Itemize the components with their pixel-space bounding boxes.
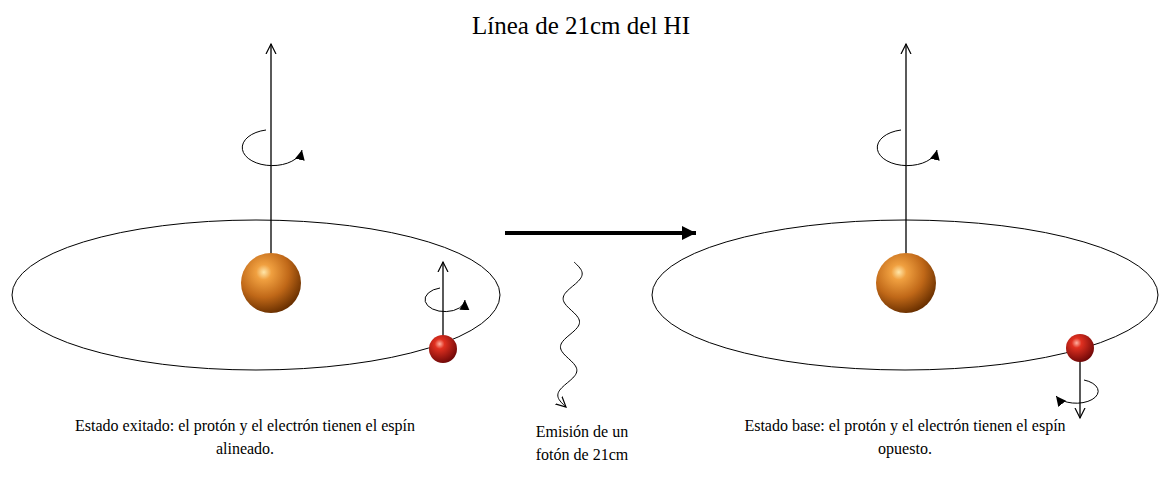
proton-spin-axis [270,44,271,283]
electron-rotation-arrow [1056,380,1098,403]
orbit-ellipse [652,220,1158,370]
proton-sphere [876,253,936,313]
electron-sphere [429,335,457,363]
state-caption: Estado base: el protón y el electrón tie… [730,414,1080,460]
state-caption: Estado exitado: el protón y el electrón … [65,414,425,460]
state-caption: Emisión de un fotón de 21cm [523,420,641,466]
diagram-title: Línea de 21cm del HI [0,8,1162,44]
photon-wave [558,262,582,407]
orbit-ellipse [12,220,500,370]
proton-sphere [241,253,301,313]
transition-arrow [505,231,696,235]
proton-spin-axis [905,44,906,283]
electron-sphere [1066,334,1094,362]
proton-rotation-arrow [242,130,302,166]
proton-rotation-arrow [877,130,937,166]
electron-rotation-arrow [425,288,465,312]
